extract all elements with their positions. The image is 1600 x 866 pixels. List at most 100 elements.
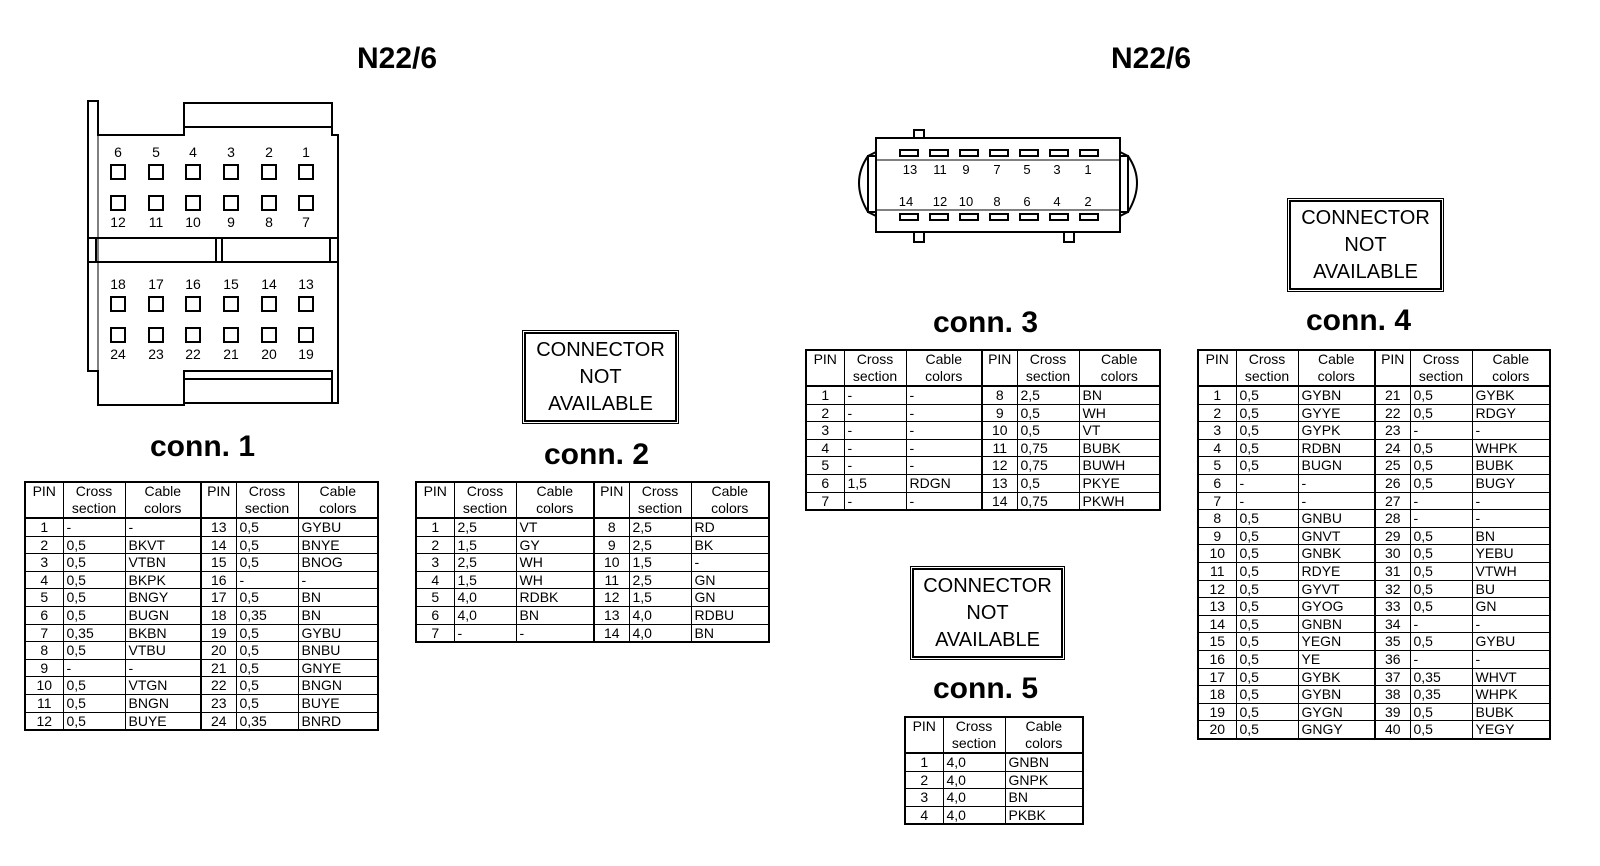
cable-color-cell: GYBK bbox=[1297, 668, 1376, 687]
cross-section-cell: 2,5 bbox=[453, 553, 517, 572]
cross-section-cell: 0,5 bbox=[1409, 527, 1473, 546]
header-line: Cable bbox=[1492, 351, 1530, 367]
pin-socket bbox=[148, 327, 164, 343]
cable-color-cell: RDGN bbox=[905, 474, 983, 493]
cross-section-cell: 0,5 bbox=[1235, 386, 1299, 405]
pin-number-label: 13 bbox=[903, 162, 917, 177]
cross-section-cell: - bbox=[1235, 492, 1299, 511]
cable-color-cell: BUBK bbox=[1471, 703, 1551, 722]
pin-number-label: 4 bbox=[1053, 194, 1060, 209]
pin-number-label: 5 bbox=[152, 144, 160, 160]
pin-number-cell: 14 bbox=[200, 536, 237, 555]
pin-number-cell: 19 bbox=[200, 624, 237, 643]
pin-number-cell: 34 bbox=[1374, 615, 1411, 634]
header-line: section bbox=[852, 368, 898, 384]
cable-color-cell: VTGN bbox=[124, 676, 202, 695]
pin-number-cell: 14 bbox=[1197, 615, 1237, 634]
header-line: Cable bbox=[536, 483, 574, 499]
conn-2-label: conn. 2 bbox=[544, 438, 650, 471]
pin-number-cell: 33 bbox=[1374, 597, 1411, 616]
pin-header: PIN bbox=[200, 482, 237, 519]
cable-color-cell: GNBK bbox=[1297, 544, 1376, 563]
pin-number-cell: 16 bbox=[1197, 650, 1237, 669]
cross-section-cell: 4,0 bbox=[942, 806, 1006, 825]
cross-section-cell: 4,0 bbox=[942, 788, 1006, 807]
cross-section-cell: 4,0 bbox=[453, 588, 517, 607]
pin-number-cell: 24 bbox=[1374, 439, 1411, 458]
header-line: section bbox=[244, 500, 290, 516]
pin-number-cell: 17 bbox=[1197, 668, 1237, 687]
pin-number-label: 12 bbox=[933, 194, 947, 209]
pin-socket bbox=[298, 195, 314, 211]
pin-number-label: 22 bbox=[185, 346, 201, 362]
pin-number-cell: 21 bbox=[200, 659, 237, 678]
cable-color-cell: - bbox=[1471, 509, 1551, 528]
pin-number-cell: 40 bbox=[1374, 720, 1411, 740]
pin-number-cell: 38 bbox=[1374, 685, 1411, 704]
cross-section-cell: 2,5 bbox=[453, 518, 517, 537]
pin-number-label: 10 bbox=[185, 214, 201, 230]
pin-number-cell: 26 bbox=[1374, 474, 1411, 493]
cable-color-cell: GNBN bbox=[1004, 753, 1084, 772]
pin-number-cell: 18 bbox=[200, 606, 237, 625]
header-line: Cable bbox=[319, 483, 357, 499]
cross-section-cell: 0,5 bbox=[62, 588, 126, 607]
pin-number-cell: 2 bbox=[805, 404, 845, 423]
page-title-right: N22/6 bbox=[1111, 42, 1192, 75]
header-line: colors bbox=[1025, 735, 1063, 751]
pin-number-label: 14 bbox=[261, 276, 277, 292]
pin-number-cell: 20 bbox=[1197, 720, 1237, 740]
pin-number-label: 21 bbox=[223, 346, 239, 362]
pin-socket bbox=[261, 296, 277, 312]
header-line: colors bbox=[925, 368, 963, 384]
cable-color-cell: GN bbox=[690, 588, 770, 607]
note-line: AVAILABLE bbox=[1313, 260, 1418, 283]
pin-number-cell: 30 bbox=[1374, 544, 1411, 563]
cross-section-cell: 0,5 bbox=[1235, 685, 1299, 704]
cross-section-cell: - bbox=[62, 659, 126, 678]
pin-number-cell: 17 bbox=[200, 588, 237, 607]
cross-section-cell: 0,5 bbox=[1409, 597, 1473, 616]
cross-section-cell: 0,75 bbox=[1016, 456, 1080, 475]
pin-number-label: 2 bbox=[1084, 194, 1091, 209]
pin-number-label: 4 bbox=[189, 144, 197, 160]
pin-slot bbox=[1049, 213, 1069, 221]
pin-number-cell: 1 bbox=[805, 386, 845, 405]
cable-color-cell: RDBK bbox=[515, 588, 595, 607]
pin-number-cell: 10 bbox=[981, 421, 1018, 440]
cable-color-cell: GNPK bbox=[1004, 771, 1084, 790]
pin-socket bbox=[148, 195, 164, 211]
pin-number-label: 1 bbox=[1084, 162, 1091, 177]
pin-number-cell: 7 bbox=[805, 492, 845, 511]
cable-color-cell: - bbox=[1471, 650, 1551, 669]
cross-section-cell: 0,5 bbox=[1016, 474, 1080, 493]
cable-color-cell: PKYE bbox=[1078, 474, 1161, 493]
pin-number-cell: 8 bbox=[593, 518, 630, 537]
header-line: Cable bbox=[1025, 718, 1063, 734]
pin-number-cell: 27 bbox=[1374, 492, 1411, 511]
pin-number-cell: 4 bbox=[1197, 439, 1237, 458]
cross-section-cell: 0,35 bbox=[235, 606, 299, 625]
pin-socket bbox=[148, 164, 164, 180]
cable-color-cell: RDBN bbox=[1297, 439, 1376, 458]
cable-color-cell: GYBK bbox=[1471, 386, 1551, 405]
cable-color-cell: - bbox=[1471, 615, 1551, 634]
cross-section-cell: 1,5 bbox=[453, 571, 517, 590]
pin-number-cell: 22 bbox=[200, 676, 237, 695]
pin-number-label: 5 bbox=[1023, 162, 1030, 177]
cross-section-cell: 0,35 bbox=[235, 712, 299, 731]
cable-color-cell: BUGN bbox=[1297, 456, 1376, 475]
pin-number-label: 19 bbox=[298, 346, 314, 362]
cross-section-cell: - bbox=[1409, 421, 1473, 440]
